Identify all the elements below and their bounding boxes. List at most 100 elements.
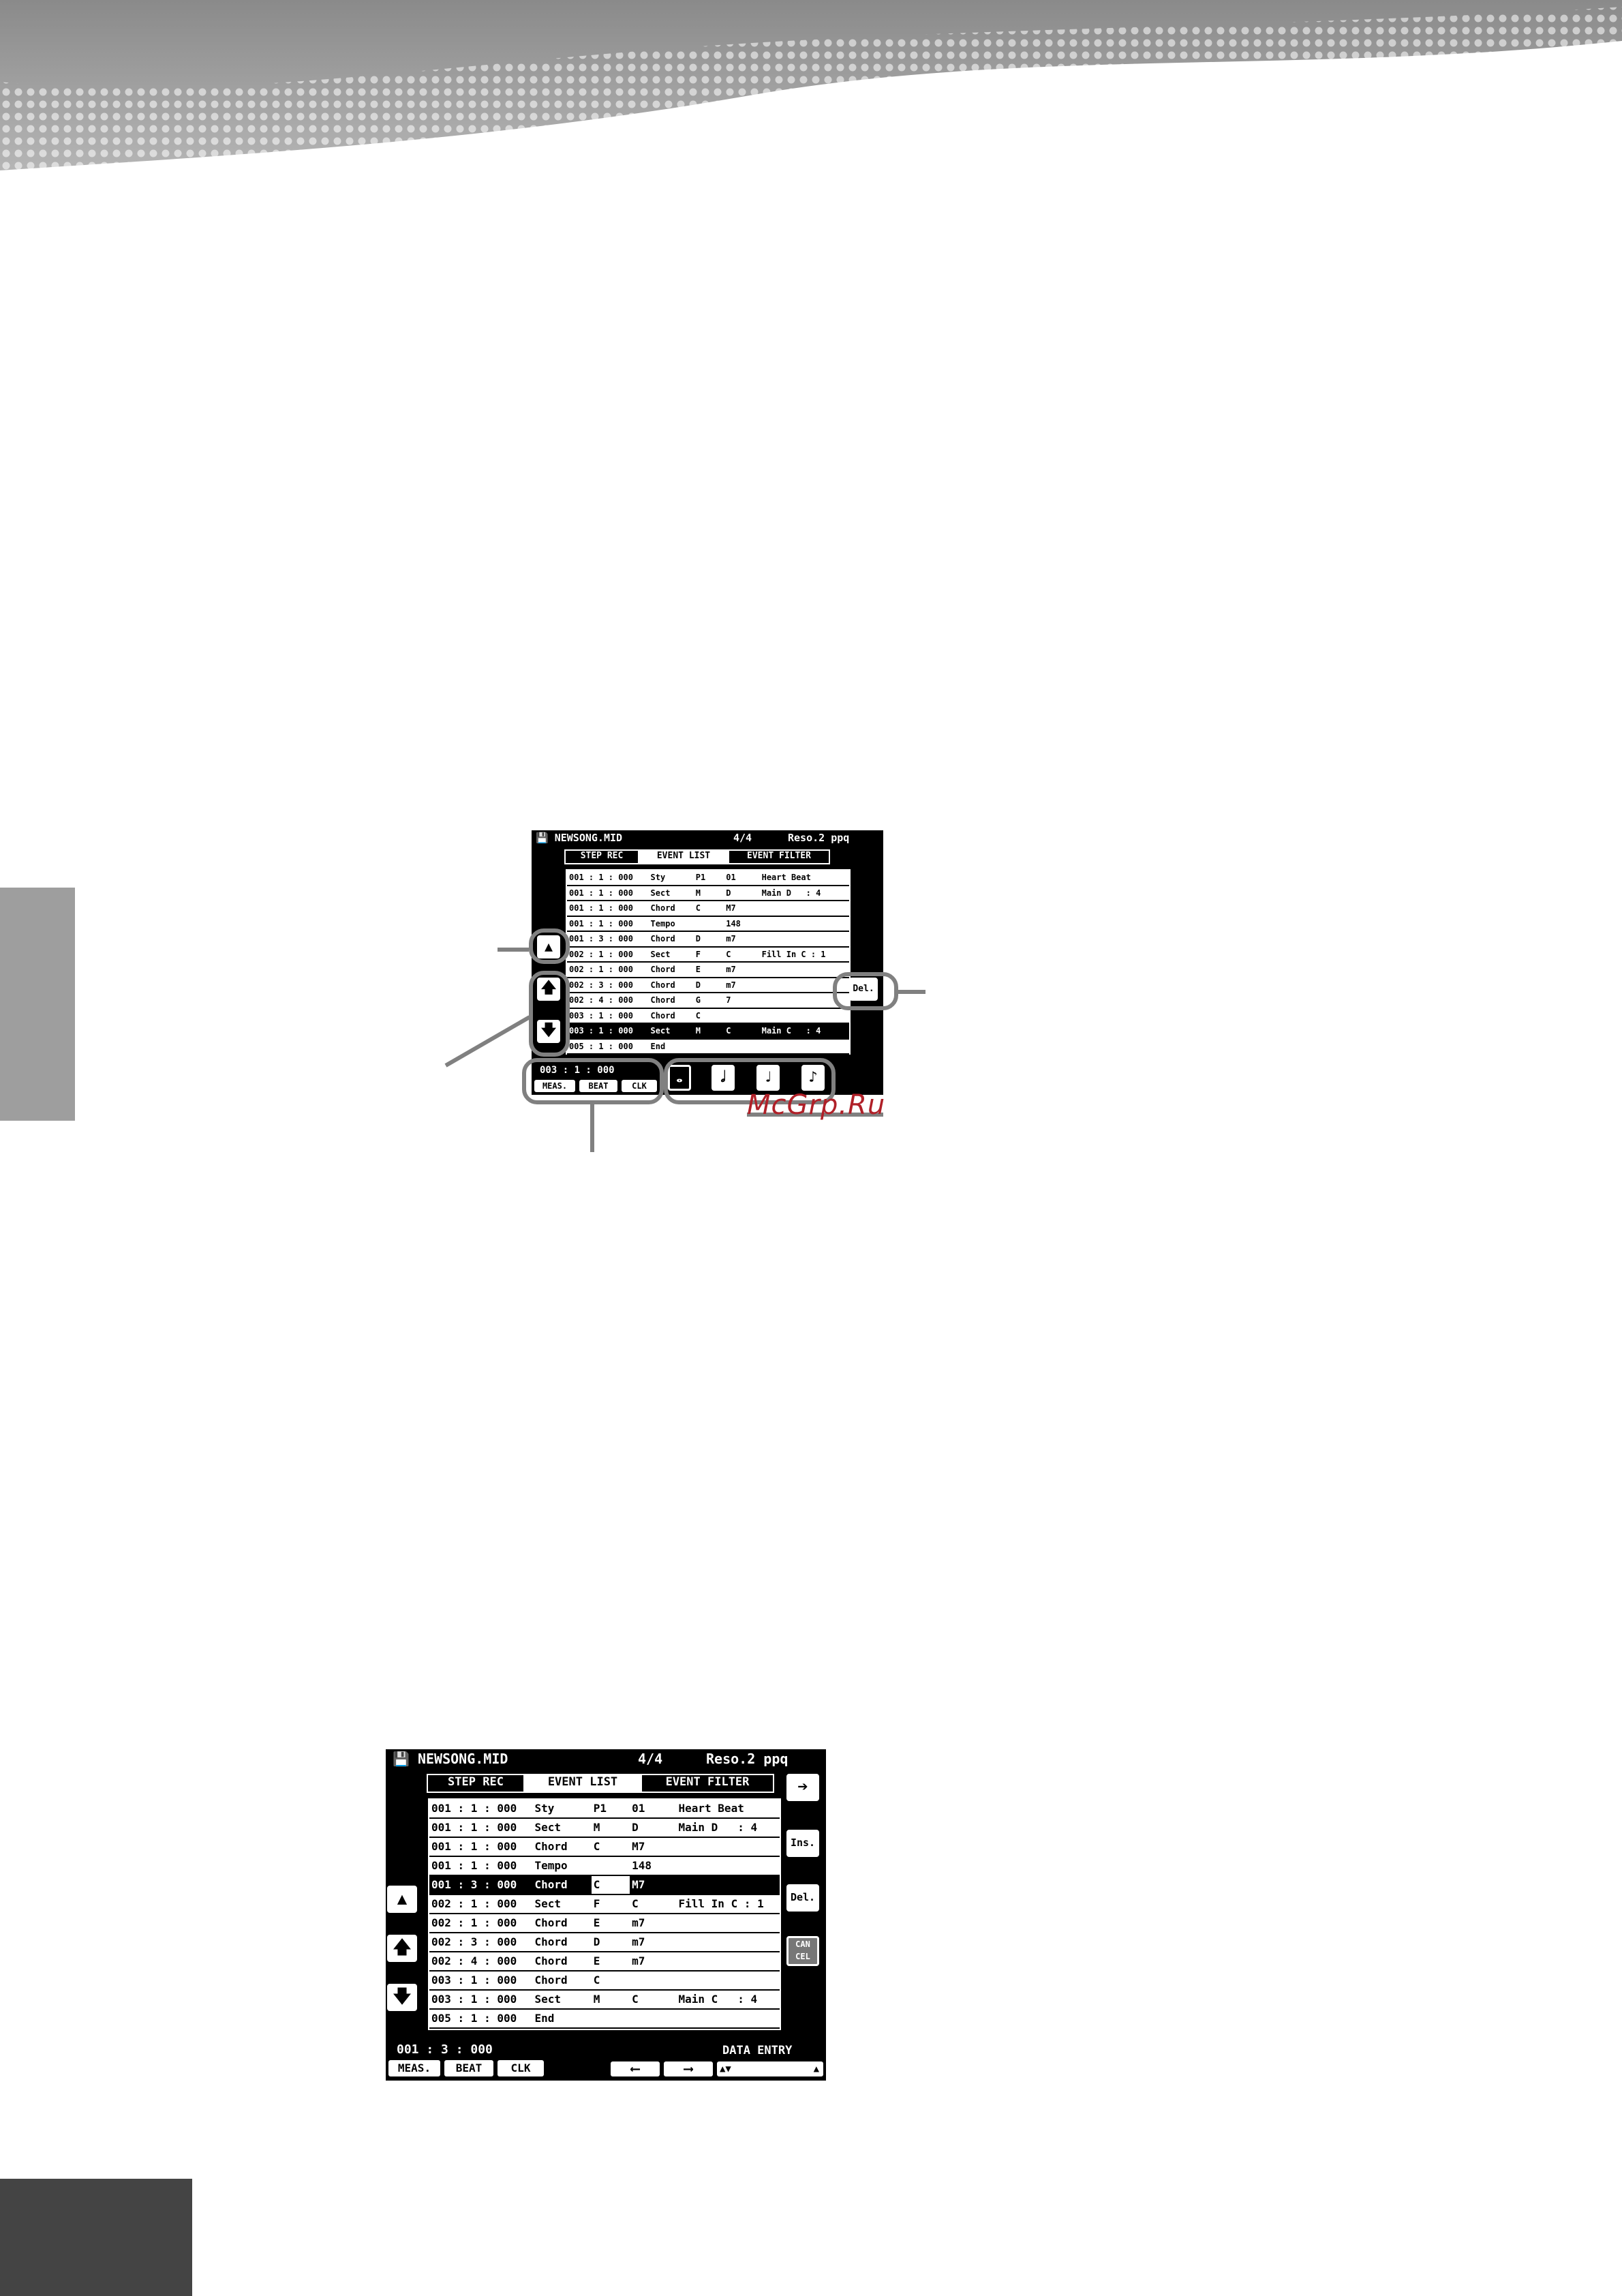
half-note-button[interactable]: 𝅗𝅥 — [711, 1065, 735, 1091]
table-cell: 002 : 3 : 000 — [431, 1935, 517, 1948]
table-cell: Chord — [534, 1974, 568, 1987]
delete-button[interactable]: Del. — [849, 978, 878, 1001]
table-cell: M7 — [632, 1878, 645, 1891]
up-arrow-icon: 🡅 — [540, 980, 557, 997]
table-cell — [677, 1933, 780, 1951]
table-cell — [760, 932, 849, 946]
delete-button[interactable]: Del. — [786, 1884, 819, 1912]
quarter-note-button[interactable]: ♩ — [756, 1065, 780, 1091]
forward-button[interactable]: ➔ — [786, 1774, 819, 1801]
table-cell: 002 : 1 : 000 — [569, 949, 633, 959]
table-cell — [677, 1876, 780, 1894]
table-cell — [677, 1914, 780, 1932]
tab-event-list[interactable]: EVENT LIST — [639, 849, 728, 864]
table-cell: 002 : 1 : 000 — [569, 965, 633, 974]
down-arrow-icon: 🡇 — [540, 1022, 557, 1039]
table-cell: 002 : 1 : 000 — [431, 1897, 517, 1910]
cursor-left-button[interactable]: ⟵ — [611, 2061, 660, 2076]
tab-event-filter[interactable]: EVENT FILTER — [728, 849, 830, 864]
table-cell: 001 : 1 : 000 — [569, 918, 633, 928]
table-cell: D — [695, 934, 701, 943]
resolution: Reso.2 ppq — [788, 832, 850, 844]
table-cell — [677, 1838, 780, 1856]
table-cell: Tempo — [534, 1859, 568, 1872]
clk-button[interactable]: CLK — [498, 2060, 544, 2076]
clk-button[interactable]: CLK — [622, 1080, 657, 1092]
table-cell — [677, 1857, 780, 1875]
tab-event-list[interactable]: EVENT LIST — [525, 1774, 641, 1793]
table-cell: P1 — [593, 1802, 607, 1815]
resolution: Reso.2 ppq — [706, 1751, 789, 1767]
data-entry-dial[interactable]: ▲▼▲ — [717, 2061, 823, 2076]
table-cell: M7 — [632, 1840, 645, 1853]
table-cell: 001 : 3 : 000 — [569, 934, 633, 943]
up-button[interactable]: 🡅 — [387, 1935, 417, 1962]
table-cell: M — [593, 1993, 600, 2006]
table-cell: 005 : 1 : 000 — [431, 2012, 517, 2025]
callout-up-down-buttons — [529, 971, 570, 1057]
beat-button[interactable]: BEAT — [444, 2060, 493, 2076]
table-cell: C — [695, 1010, 701, 1021]
table-cell: Sect — [534, 1993, 562, 2006]
table-cell: 001 : 1 : 000 — [431, 1802, 517, 1815]
table-cell: Chord — [534, 1935, 568, 1948]
meas-button[interactable]: MEAS. — [388, 2060, 440, 2076]
top-button[interactable]: ▲ — [387, 1886, 417, 1913]
table-cell: 001 : 1 : 000 — [431, 1859, 517, 1872]
table-cell: D — [632, 1821, 639, 1834]
callout-position-buttons — [522, 1058, 664, 1104]
down-arrow-icon: 🡇 — [393, 1987, 412, 2007]
lcd-screen-event-list-large: 💾 NEWSONG.MID 4/4 Reso.2 ppq STEP REC EV… — [386, 1749, 826, 2081]
watermark-text: McGrp.Ru — [747, 1089, 886, 1121]
table-cell: Chord — [534, 1954, 568, 1967]
down-button[interactable]: 🡇 — [537, 1020, 560, 1043]
cancel-button[interactable]: CAN CEL — [786, 1936, 819, 1966]
table-cell — [694, 1040, 724, 1054]
table-cell: m7 — [726, 980, 736, 990]
cursor-right-button[interactable]: ⟶ — [664, 2061, 713, 2076]
table-cell: P1 — [695, 873, 706, 882]
halftone-header-band — [0, 0, 1622, 179]
tab-step-rec[interactable]: STEP REC — [564, 849, 639, 864]
callout-line-updown — [444, 1015, 531, 1068]
time-signature: 4/4 — [638, 1751, 663, 1767]
meas-button[interactable]: MEAS. — [534, 1080, 575, 1092]
beat-button[interactable]: BEAT — [579, 1080, 617, 1092]
whole-note-button[interactable]: 𝅝 — [668, 1065, 691, 1091]
table-cell: D — [593, 1935, 600, 1948]
tab-event-filter[interactable]: EVENT FILTER — [641, 1774, 774, 1793]
insert-button[interactable]: Ins. — [786, 1830, 819, 1857]
table-cell: 01 — [632, 1802, 645, 1815]
down-button[interactable]: 🡇 — [387, 1984, 417, 2011]
eighth-note-button[interactable]: ♪ — [801, 1065, 825, 1091]
tab-step-rec[interactable]: STEP REC — [427, 1774, 525, 1793]
callout-line-top — [498, 948, 529, 952]
table-cell: m7 — [726, 934, 736, 943]
table-cell: E — [593, 1916, 600, 1929]
